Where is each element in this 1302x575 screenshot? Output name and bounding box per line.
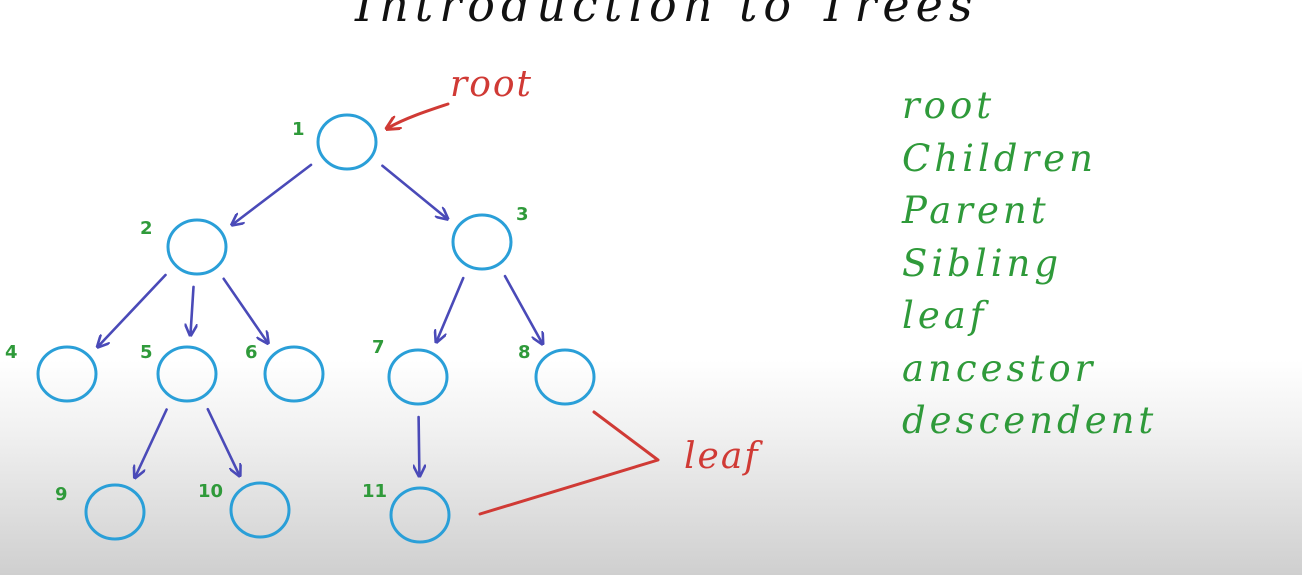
- node-circle: [36, 345, 98, 403]
- tree-node-3: 3: [451, 204, 529, 271]
- edge-5-9: [135, 408, 168, 477]
- term-item: root: [902, 84, 996, 127]
- edges-layer: [99, 163, 543, 477]
- tree-node-8: 8: [518, 342, 596, 406]
- node-circle: [451, 213, 513, 271]
- nodes-layer: 1 2 3 4 5 6 7 8 9 10 11: [5, 113, 596, 544]
- term-item: leaf: [902, 294, 988, 337]
- root-annotation-arrow: [388, 102, 450, 128]
- node-label: 1: [292, 119, 305, 140]
- node-label: 2: [140, 218, 153, 239]
- node-label: 10: [198, 481, 223, 502]
- tree-node-11: 11: [362, 481, 451, 544]
- node-label: 7: [372, 337, 385, 358]
- edge-2-4: [99, 273, 167, 346]
- term-item: Sibling: [902, 241, 1063, 285]
- tree-node-10: 10: [198, 481, 291, 539]
- tree-node-7: 7: [372, 337, 449, 406]
- term-item: descendent: [902, 399, 1158, 442]
- tree-node-5: 5: [140, 342, 218, 403]
- tree-node-4: 4: [5, 342, 98, 403]
- node-circle: [316, 113, 378, 171]
- edge-2-5: [191, 285, 194, 334]
- node-label: 9: [55, 484, 68, 505]
- node-label: 5: [140, 342, 153, 363]
- edge-1-3: [381, 164, 446, 218]
- node-circle: [229, 481, 291, 539]
- node-circle: [389, 486, 451, 544]
- tree-node-1: 1: [292, 113, 378, 171]
- term-item: Parent: [902, 189, 1050, 232]
- leaf-annotation-label: leaf: [684, 436, 763, 477]
- node-label: 6: [245, 342, 258, 363]
- root-annotation-label: root: [450, 64, 533, 105]
- node-circle: [534, 348, 596, 406]
- node-label: 3: [516, 204, 529, 225]
- edge-5-10: [206, 407, 239, 475]
- tree-node-9: 9: [55, 483, 146, 541]
- edge-1-2: [233, 163, 313, 224]
- node-label: 8: [518, 342, 531, 363]
- edge-3-8: [503, 274, 542, 343]
- term-item: Children: [902, 136, 1097, 180]
- tree-node-6: 6: [245, 342, 325, 403]
- node-label: 4: [5, 342, 18, 363]
- edge-3-7: [437, 276, 465, 341]
- term-item: ancestor: [902, 346, 1097, 390]
- edge-2-6: [222, 277, 268, 342]
- annotations-layer: root leaf: [388, 64, 763, 516]
- node-label: 11: [362, 481, 387, 502]
- tree-node-2: 2: [140, 218, 228, 276]
- leaf-annotation-bracket: [478, 410, 660, 516]
- node-circle: [166, 218, 228, 276]
- node-circle: [387, 348, 449, 406]
- node-circle: [263, 345, 325, 403]
- node-circle: [156, 345, 218, 403]
- node-circle: [84, 483, 146, 541]
- page-title: Introduction to Trees: [355, 0, 979, 32]
- edge-7-11: [419, 415, 420, 475]
